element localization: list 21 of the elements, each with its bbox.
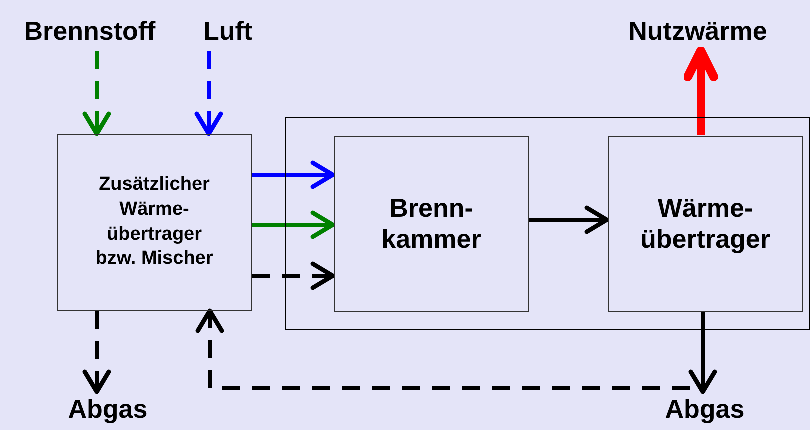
frame-box — [285, 117, 810, 330]
arrow — [252, 262, 336, 290]
arrow — [684, 46, 718, 135]
output-label: Nutzwärme — [628, 16, 768, 48]
arrow — [194, 51, 224, 136]
arrow — [82, 311, 112, 394]
arrow — [82, 51, 112, 136]
input-label: Luft — [203, 16, 253, 48]
box-label: Brenn-kammer — [380, 192, 482, 256]
arrow — [196, 308, 705, 390]
arrow — [252, 160, 336, 190]
process-box — [334, 136, 529, 312]
arrow — [528, 206, 610, 234]
input-label: Brennstoff — [24, 16, 156, 48]
arrow — [252, 210, 336, 240]
output-label: Abgas — [68, 394, 148, 426]
process-box — [608, 136, 803, 312]
box-label: Zusätzlicher Wärme-übertrager bzw. Mischer — [94, 173, 214, 272]
output-label: Abgas — [665, 394, 745, 426]
box-label: Wärme-übertrager — [639, 192, 772, 256]
process-box — [57, 134, 252, 311]
